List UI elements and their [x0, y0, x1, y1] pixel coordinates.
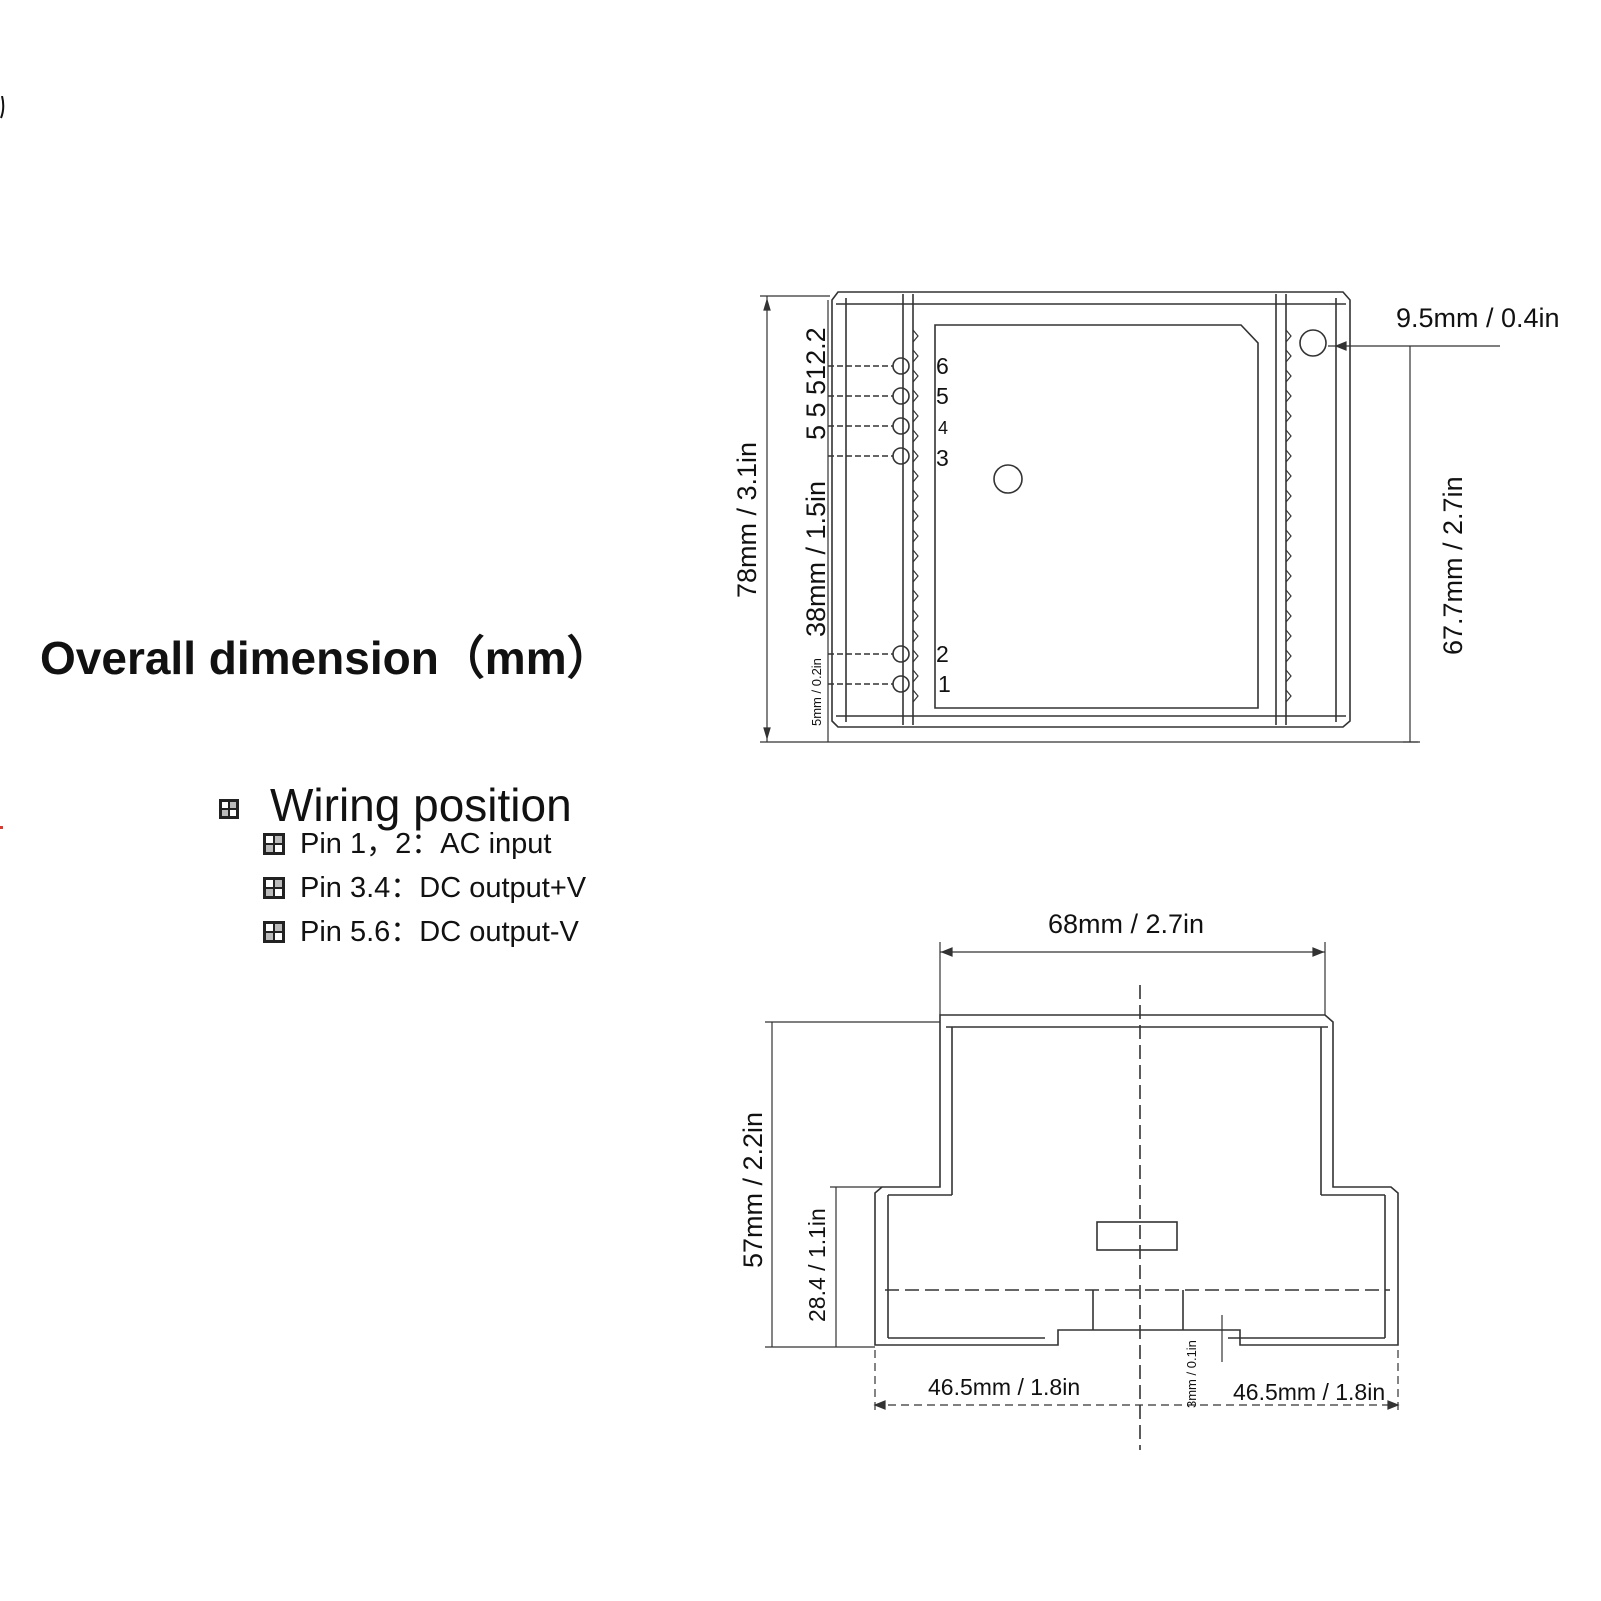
- pin-label-5: 5: [936, 383, 949, 409]
- bullet-icon: [263, 921, 285, 943]
- bullet-icon: [263, 833, 285, 855]
- top-view-ribs: [912, 329, 1292, 703]
- edge-dot: [0, 826, 3, 829]
- pin-label-1: 1: [938, 671, 951, 697]
- dim-base-height: 28.4 / 1.1in: [804, 1208, 830, 1322]
- page-title: Overall dimension（mm）: [40, 632, 613, 684]
- top-view-pins: [828, 357, 910, 693]
- top-view-dimensions: [760, 295, 1500, 743]
- dim-top-width: 68mm / 2.7in: [1048, 909, 1204, 939]
- side-view-dashed: [885, 985, 1390, 1450]
- dim-side-height: 57mm / 2.2in: [738, 1112, 768, 1268]
- pin-label-3: 3: [936, 445, 949, 471]
- pin-row-label: Pin 5.6：DC output-V: [300, 916, 579, 948]
- dim-hole-span: 67.7mm / 2.7in: [1438, 476, 1468, 655]
- wiring-heading: Wiring position: [270, 779, 572, 831]
- side-view-dimensions: [765, 942, 1400, 1410]
- pin-label-4: 4: [938, 418, 948, 438]
- dim-pin-pitch-small: 5mm / 0.2in: [809, 658, 824, 726]
- pin-row-1: Pin 1，2：AC input: [262, 820, 551, 862]
- dim-height-total: 78mm / 3.1in: [732, 442, 762, 598]
- pin-row-3: Pin 5.6：DC output-V: [262, 908, 579, 950]
- pin-label-2: 2: [936, 641, 949, 667]
- dim-hole-offset: 9.5mm / 0.4in: [1396, 303, 1560, 333]
- pin-row-2: Pin 3.4：DC output+V: [262, 864, 586, 906]
- pin-row-label: Pin 1，2：AC input: [300, 828, 552, 860]
- dim-rail-gap: 3mm / 0.1in: [1184, 1340, 1199, 1408]
- dim-pin-span: 38mm / 1.5in: [801, 481, 831, 637]
- pin-label-6: 6: [936, 353, 949, 379]
- bullet-icon: [219, 799, 239, 819]
- edge-mark: [0, 96, 5, 119]
- bullet-icon: [263, 877, 285, 899]
- dim-left-half: 46.5mm / 1.8in: [928, 1374, 1080, 1400]
- dim-pin-pitches: 5 5 512.2: [801, 327, 831, 440]
- pin-row-label: Pin 3.4：DC output+V: [300, 872, 587, 904]
- top-view-body: [831, 291, 1351, 728]
- dim-right-half: 46.5mm / 1.8in: [1233, 1379, 1385, 1405]
- side-view-body: [874, 1014, 1399, 1346]
